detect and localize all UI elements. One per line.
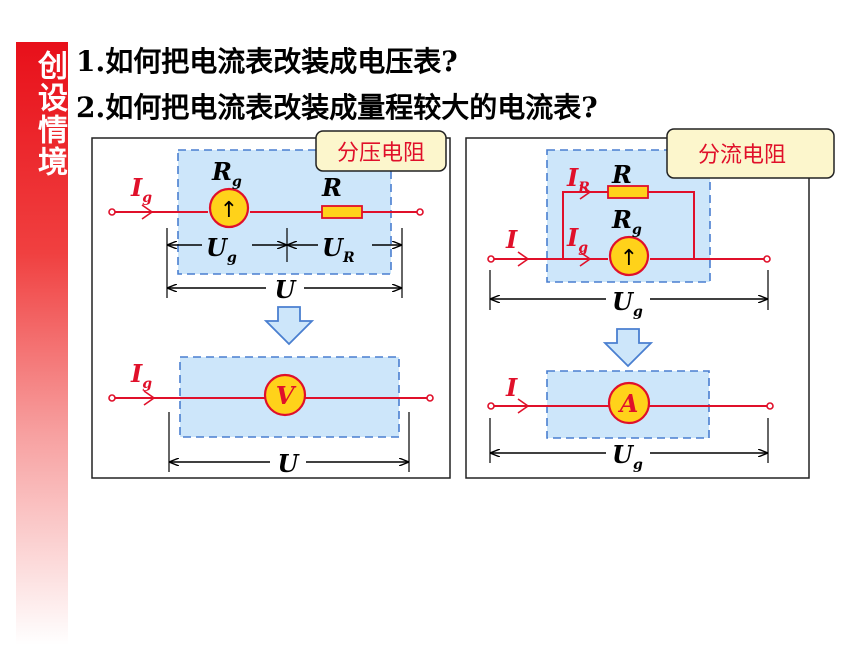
right-top-terminal-right xyxy=(763,255,771,263)
left-bottom-current-arrow xyxy=(143,390,156,406)
left-bottom-u-label: U xyxy=(278,449,301,478)
right-meter-current-label: Ig xyxy=(566,223,588,256)
right-top-current-arrow xyxy=(517,251,530,267)
left-top-terminal-left xyxy=(108,208,116,216)
left-bottom-terminal-right xyxy=(426,394,434,402)
left-voltmeter xyxy=(263,373,307,417)
left-ur-label: UR xyxy=(322,233,355,266)
right-shunt-resistor-label: R xyxy=(611,160,632,189)
right-top-u-label: Ug xyxy=(612,287,643,320)
left-top-resistor xyxy=(321,205,363,219)
right-top-current-label: I xyxy=(505,225,518,254)
right-shunt-current-arrow xyxy=(579,184,592,200)
left-top-rg-label: Rg xyxy=(211,157,242,190)
left-voltmeter-symbol: V xyxy=(276,381,297,410)
right-shunt-wire-left xyxy=(562,191,608,259)
sidebar-banner: 创设情境 xyxy=(16,42,68,645)
right-ammeter-symbol: A xyxy=(618,389,639,418)
left-top-current-arrow xyxy=(141,204,154,220)
right-shunt-wire-right xyxy=(648,191,695,259)
left-top-galvanometer-symbol: ↑ xyxy=(220,198,238,223)
left-tag-box xyxy=(315,130,447,172)
right-down-arrow-icon xyxy=(602,328,654,368)
right-top-terminal-left xyxy=(487,255,495,263)
right-bottom-terminal-left xyxy=(487,402,495,410)
right-shunt-current-label: IR xyxy=(566,163,590,196)
left-down-arrow-icon xyxy=(263,306,315,346)
right-tag-label: 分流电阻 xyxy=(698,143,786,168)
right-bottom-current-arrow xyxy=(517,398,530,414)
right-top-galvanometer-symbol: ↑ xyxy=(620,246,638,271)
left-ug-label: Ug xyxy=(206,233,237,266)
left-tag-label: 分压电阻 xyxy=(337,141,425,166)
right-bottom-u-label: Ug xyxy=(612,440,643,473)
left-top-galvanometer xyxy=(208,187,250,229)
left-top-resistor-label: R xyxy=(321,173,342,202)
question-1: 1.如何把电流表改装成电压表? xyxy=(76,45,458,78)
right-shunt-resistor xyxy=(607,185,649,199)
right-bottom-current-label: I xyxy=(505,373,518,402)
right-top-rg-label: Rg xyxy=(611,205,642,238)
right-ammeter xyxy=(607,381,651,425)
right-meter-current-arrow xyxy=(579,251,592,267)
sidebar-title: 创设情境 xyxy=(32,50,67,178)
right-tag-box xyxy=(666,128,835,179)
left-bottom-current-label: Ig xyxy=(130,359,152,392)
left-top-terminal-right xyxy=(416,208,424,216)
left-top-current-label: Ig xyxy=(130,173,152,206)
left-u-label: U xyxy=(275,275,298,304)
right-bottom-terminal-right xyxy=(766,402,774,410)
left-bottom-terminal-left xyxy=(108,394,116,402)
question-2: 2.如何把电流表改装成量程较大的电流表? xyxy=(76,91,598,124)
right-top-galvanometer xyxy=(608,235,650,277)
